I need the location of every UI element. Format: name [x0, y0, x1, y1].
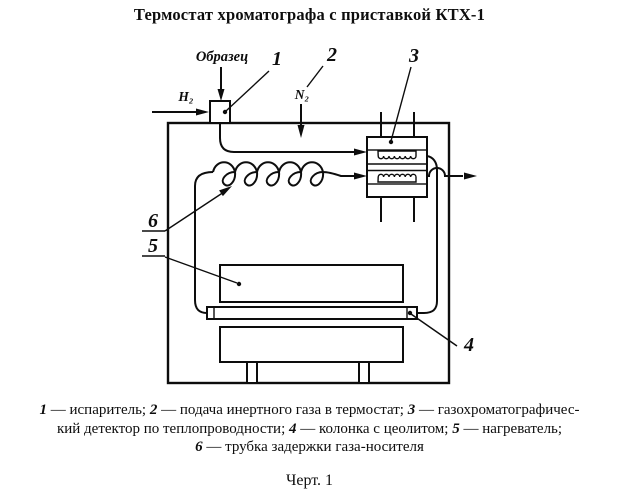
caption-text: — колонка с цеолитом; — [296, 420, 453, 437]
caption-part-number: 5 — [452, 420, 460, 437]
caption-text: кий детектор по теплопроводности; — [56, 420, 289, 437]
detector-filament-upper — [377, 150, 417, 160]
callout-2: 2 — [326, 44, 337, 66]
callout-6: 6 — [148, 210, 158, 232]
nitrogen-label: N₂ — [294, 87, 310, 102]
pipe-evaporator-to-detector — [219, 123, 367, 156]
hydrogen-label: H₂ — [177, 89, 194, 104]
callout-1: 1 — [272, 48, 282, 70]
sample-label: Образец — [196, 49, 248, 65]
leader-4 — [410, 313, 458, 347]
leader-3 — [390, 66, 412, 142]
heater-support-right — [358, 361, 370, 384]
callout-3: 3 — [408, 45, 419, 67]
nitrogen-inlet-arrow — [297, 104, 305, 138]
caption-part-number: 1 — [39, 402, 48, 418]
detector-body — [366, 136, 428, 198]
leader-6-arrowhead — [219, 186, 232, 197]
detector-hatch-top — [366, 136, 428, 151]
figure-number: Черт. 1 — [285, 472, 334, 489]
callout-4: 4 — [463, 334, 474, 356]
figure-caption: 1 — испаритель; 2 — подача инертного газ… — [0, 401, 619, 457]
delay-coil-tube — [194, 161, 367, 314]
caption-text: — газохроматографичес- — [415, 402, 580, 418]
leader-6 — [164, 191, 225, 232]
caption-text: — подача инертного газа в термостат; — [157, 402, 408, 418]
detector-hatch-bottom — [366, 183, 428, 198]
callout-leaders — [142, 65, 458, 347]
caption-text: — нагреватель; — [459, 420, 563, 437]
thermal-conductivity-detector — [366, 112, 428, 222]
figure-title: Термостат хроматографа с приставкой КТХ-… — [133, 5, 486, 24]
exhaust-outlet-arrow — [427, 167, 477, 180]
sample-inlet-arrow — [217, 67, 225, 101]
leader-5 — [164, 256, 238, 284]
caption-line: 1 — испаритель; 2 — подача инертного газ… — [0, 401, 619, 420]
hydrogen-inlet-arrow — [152, 108, 209, 116]
caption-part-number: 2 — [149, 402, 158, 418]
caption-line: кий детектор по теплопроводности; 4 — ко… — [0, 420, 619, 439]
caption-text: — трубка задержки газа-носителя — [202, 439, 424, 455]
caption-text: — испаритель; — [47, 402, 150, 418]
thermostat-housing — [166, 121, 451, 385]
leader-1 — [225, 70, 270, 112]
heater-block-top — [219, 264, 404, 303]
detector-filament-lower — [377, 173, 417, 183]
caption-part-number: 6 — [195, 439, 203, 455]
pipe-detector-to-column — [417, 155, 438, 314]
zeolite-column-tube — [206, 306, 418, 320]
leader-2 — [306, 65, 324, 88]
heater-support-left — [246, 361, 258, 384]
caption-line: 6 — трубка задержки газа-носителя — [0, 438, 619, 457]
callout-5: 5 — [148, 235, 158, 257]
caption-part-number: 3 — [407, 402, 416, 418]
heater-block-bottom — [219, 326, 404, 363]
caption-part-number: 4 — [289, 420, 297, 437]
